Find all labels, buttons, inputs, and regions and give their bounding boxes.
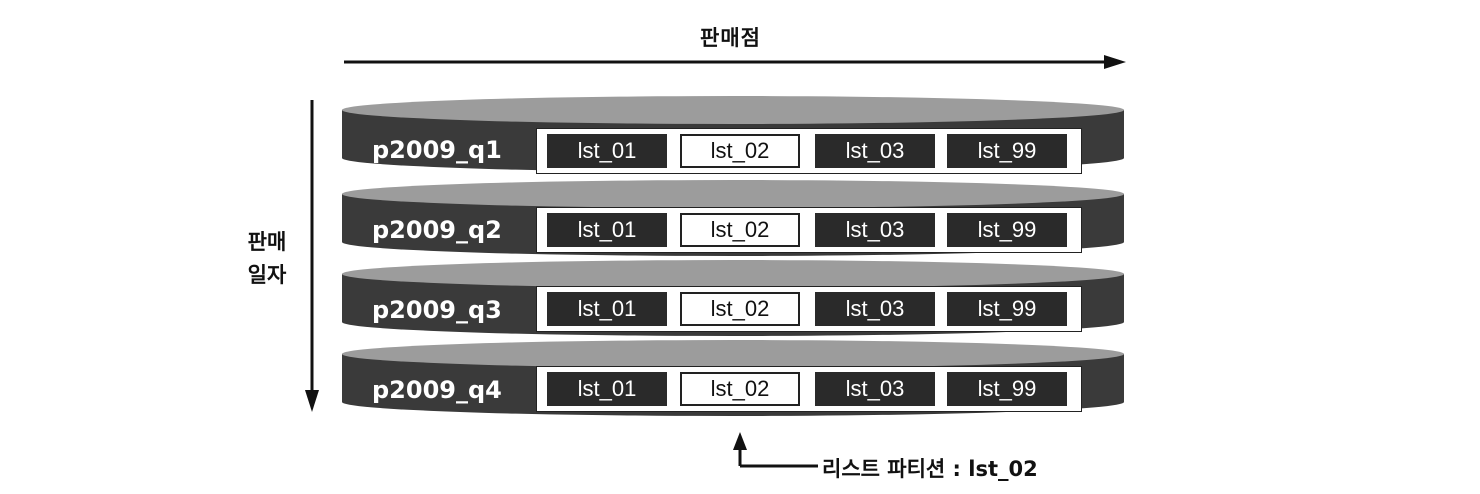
horizontal-arrow [344,55,1126,69]
partition-name: p2009_q4 [372,376,502,404]
disk-top [342,180,1124,208]
disk-top [342,260,1124,288]
subpartition-box: lst_03 [815,372,935,406]
vertical-axis-label: 판매 일자 [242,226,292,292]
subpartition-box: lst_01 [547,213,667,247]
partition-name: p2009_q3 [372,296,502,324]
subpartition-box: lst_99 [947,134,1067,168]
subpartition-strip: lst_01 lst_02 lst_03 lst_99 [536,128,1082,174]
subpartition-box: lst_03 [815,213,935,247]
vertical-axis-label-line2: 일자 [247,263,287,287]
subpartition-box-highlighted: lst_02 [680,292,800,326]
subpartition-strip: lst_01 lst_02 lst_03 lst_99 [536,207,1082,253]
vertical-arrow [305,100,319,412]
subpartition-box: lst_03 [815,134,935,168]
subpartition-box-highlighted: lst_02 [680,134,800,168]
subpartition-box: lst_01 [547,292,667,326]
subpartition-box: lst_03 [815,292,935,326]
horizontal-axis-label: 판매점 [700,26,761,50]
subpartition-box: lst_01 [547,372,667,406]
subpartition-box: lst_99 [947,372,1067,406]
subpartition-box-highlighted: lst_02 [680,213,800,247]
callout-label: 리스트 파티션 : lst_02 [822,457,1038,481]
subpartition-box: lst_01 [547,134,667,168]
subpartition-strip: lst_01 lst_02 lst_03 lst_99 [536,286,1082,332]
subpartition-box: lst_99 [947,213,1067,247]
vertical-axis-label-line1: 판매 [247,230,287,254]
subpartition-box: lst_99 [947,292,1067,326]
disk-top [342,340,1124,368]
partition-name: p2009_q1 [372,136,502,164]
callout-arrow [733,432,818,468]
subpartition-box-highlighted: lst_02 [680,372,800,406]
subpartition-strip: lst_01 lst_02 lst_03 lst_99 [536,366,1082,412]
disk-top [342,96,1124,124]
partition-name: p2009_q2 [372,216,502,244]
